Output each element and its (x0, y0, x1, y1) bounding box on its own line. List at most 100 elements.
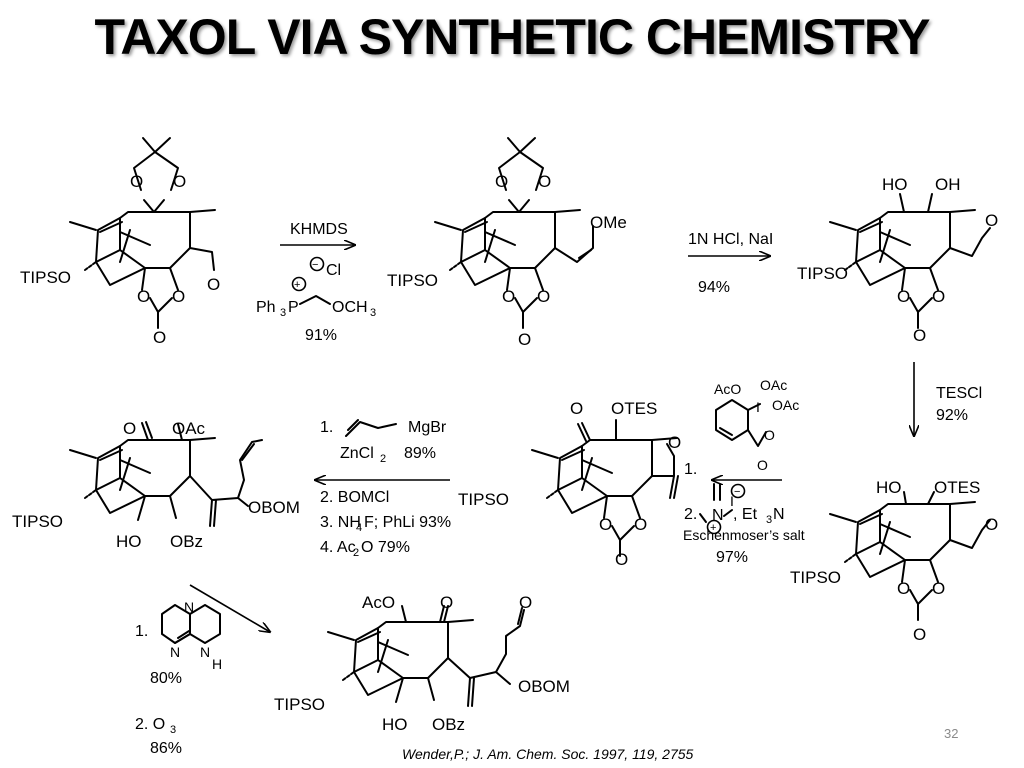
m5-o-ketone: O (570, 399, 583, 418)
m2-o-carb2: O (537, 287, 550, 306)
step5-line3-sub: 4 (356, 522, 362, 534)
m3-o-carb-bottom: O (913, 326, 926, 345)
m7-o-ketone: O (440, 593, 453, 612)
step6-line2-sub: 3 (170, 724, 176, 736)
m1-o-left: O (130, 172, 143, 191)
step4-iodine: I (756, 399, 760, 415)
step1-p: P (288, 299, 299, 316)
step4-num2: 2. (684, 506, 697, 523)
m6-ho: HO (116, 532, 142, 551)
molecule-4 (829, 491, 991, 621)
m3-oh: OH (935, 175, 961, 194)
step3-reagent: TESCl (936, 385, 982, 402)
m1-o-right: O (173, 172, 186, 191)
molecule-3 (829, 193, 991, 329)
m1-o-aldehyde: O (207, 275, 220, 294)
step5-yield1: 89% (404, 445, 436, 462)
m7-obom: OBOM (518, 677, 570, 696)
step1-charge-pos: + (294, 279, 300, 291)
step1-och-sub: 3 (370, 307, 376, 319)
step6-n1: N (184, 599, 194, 615)
citation: Wender,P.; J. Am. Chem. Soc. 1997, 119, … (402, 746, 694, 762)
step4-o2: O (757, 457, 768, 473)
step6-h: H (212, 656, 222, 672)
step6-num1: 1. (135, 623, 148, 640)
m1-o-carb-bottom: O (153, 328, 166, 347)
molecule-1: O O TIPSO O O O O (20, 137, 220, 347)
m5-tipso: TIPSO (458, 490, 509, 509)
m3-o-carb1: O (897, 287, 910, 306)
m4-o-aldehyde: O (985, 515, 998, 534)
m6-obz: OBz (170, 532, 203, 551)
slide-title: TAXOL VIA SYNTHETIC CHEMISTRY (94, 9, 931, 65)
step4-charge-pos: + (710, 522, 716, 534)
molecule-5 (531, 419, 679, 557)
step-2: 1N HCl, NaI 94% (688, 231, 773, 296)
step4-o1: O (764, 427, 775, 443)
step4-et3n: , Et (733, 506, 758, 523)
m7-o-aldehyde: O (519, 593, 532, 612)
step4-i-minus: I (730, 493, 734, 509)
step4-n: N (712, 507, 724, 524)
step5-zncl-sub: 2 (380, 453, 386, 465)
step5-num1: 1. (320, 419, 333, 436)
m5-o-aldehyde: O (668, 433, 681, 452)
m6-obom: OBOM (248, 498, 300, 517)
step4-num1: 1. (684, 461, 697, 478)
step6-n2: N (170, 644, 180, 660)
step6-nh: N (200, 644, 210, 660)
step4-charge-neg: − (734, 486, 740, 498)
step1-chloride: Cl (326, 262, 341, 279)
step1-ph-sub: 3 (280, 307, 286, 319)
reaction-arrow-6 (189, 584, 270, 632)
m3-tipso: TIPSO (797, 264, 848, 283)
molecule-2 (434, 137, 594, 329)
m7-obz: OBz (432, 715, 465, 734)
step6-yield2: 86% (150, 740, 182, 757)
m2-o-carb-bottom: O (518, 330, 531, 349)
m3-o-carb2: O (932, 287, 945, 306)
step2-reagent: 1N HCl, NaI (688, 231, 773, 248)
step4-oac1: OAc (760, 377, 787, 393)
step6-yield1: 80% (150, 670, 182, 687)
step5-line4b: O 79% (361, 539, 410, 556)
m6-oac: OAc (172, 419, 206, 438)
step4-yield: 97% (716, 549, 748, 566)
step1-yield: 91% (305, 327, 337, 344)
m4-otes: OTES (934, 478, 980, 497)
m2-ome: OMe (590, 213, 627, 232)
m4-o-carb2: O (932, 579, 945, 598)
step-3: TESCl 92% (914, 362, 982, 436)
m6-o-ketone: O (123, 419, 136, 438)
m2-tipso: TIPSO (387, 271, 438, 290)
step4-et3n-n: N (773, 506, 785, 523)
m4-tipso: TIPSO (790, 568, 841, 587)
step4-oac2: OAc (772, 397, 799, 413)
m1-tipso: TIPSO (20, 268, 71, 287)
m1-o-carb1: O (137, 287, 150, 306)
step4-aco: AcO (714, 381, 741, 397)
m4-ho: HO (876, 478, 902, 497)
step5-mgbr: MgBr (408, 419, 447, 436)
m2-o-left: O (495, 172, 508, 191)
dmp-benzene-ring (715, 399, 749, 441)
step5-line3a: 3. NH (320, 514, 361, 531)
m7-ho: HO (382, 715, 408, 734)
step5-line4-sub: 2 (353, 547, 359, 559)
m5-o-carb-bottom: O (615, 550, 628, 569)
m3-ho: HO (882, 175, 908, 194)
step-4: AcO OAc OAc I O O 1. 2. N I − + , Et 3 N… (683, 377, 805, 566)
step3-yield: 92% (936, 407, 968, 424)
m3-o-aldehyde: O (985, 211, 998, 230)
step1-och: OCH (332, 299, 368, 316)
m1-o-carb2: O (172, 287, 185, 306)
step6-line2a: 2. O (135, 716, 165, 733)
step4-eschenmoser: Eschenmoser’s salt (683, 527, 805, 543)
step4-et3n-sub: 3 (766, 514, 772, 526)
step2-yield: 94% (698, 279, 730, 296)
m5-otes: OTES (611, 399, 657, 418)
m7-aco: AcO (362, 593, 395, 612)
step1-ph: Ph (256, 299, 276, 316)
